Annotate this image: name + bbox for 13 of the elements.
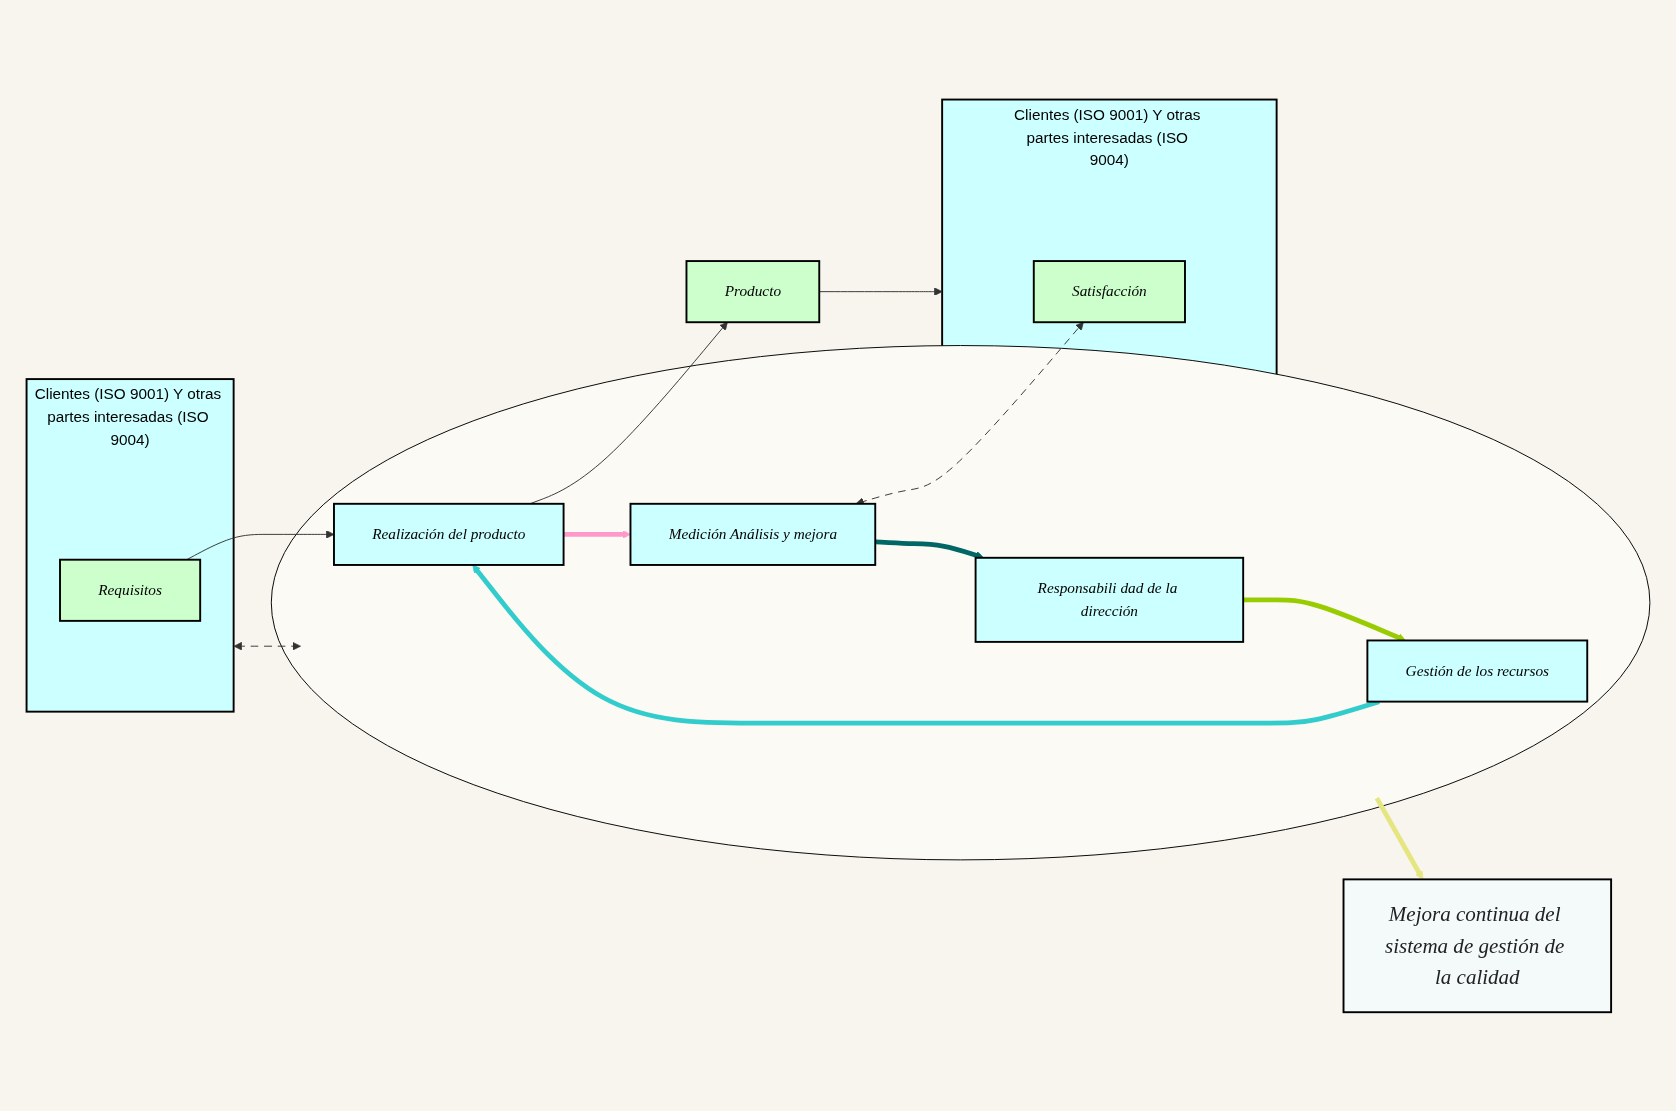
node-box: Realización del producto [332,502,565,566]
node-box: Satisfacción [1032,259,1186,323]
node-box: Requisitos [58,558,201,622]
node-box: Responsabili dad de la dirección [974,556,1244,643]
cluster [270,344,1651,860]
node-box: Producto [685,259,820,323]
node-box: Mejora continua del sistema de gestión de la calidad [1342,878,1612,1013]
arrow [472,564,1380,726]
arrow [563,529,631,539]
arrow [1242,597,1406,641]
node-box: Medición Análisis y mejora [629,502,876,566]
arrow [1374,796,1423,880]
node-box: Gestión de los recursos [1366,639,1588,703]
